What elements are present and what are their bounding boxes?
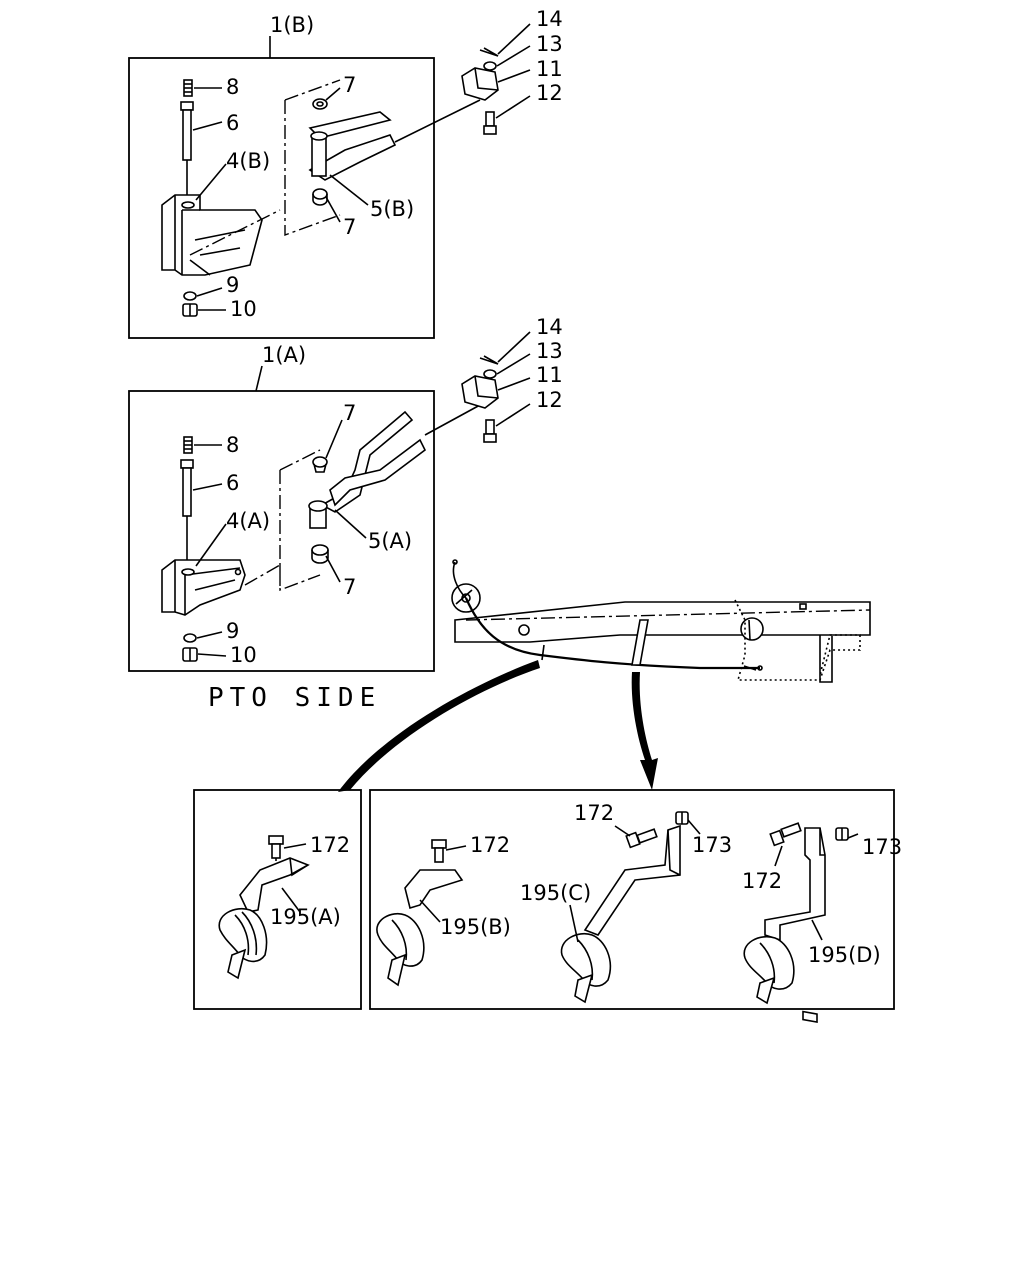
label-c-172: 172 bbox=[574, 801, 614, 825]
label-13: 13 bbox=[536, 339, 563, 363]
pivot-pin bbox=[180, 101, 194, 161]
clip-box-left-frame bbox=[193, 789, 362, 1010]
page-title: PTO SIDE bbox=[208, 683, 381, 713]
clip-195d bbox=[743, 822, 826, 1024]
clevis bbox=[461, 375, 499, 409]
control-rod bbox=[394, 99, 481, 143]
label-5: 5(B) bbox=[370, 197, 414, 221]
label-d-173: 173 bbox=[862, 835, 902, 859]
label-195a: 195(A) bbox=[270, 905, 341, 929]
frame-rail bbox=[454, 601, 871, 643]
label-5: 5(A) bbox=[368, 529, 412, 553]
bolt-172 bbox=[268, 835, 284, 859]
nut bbox=[182, 647, 198, 662]
washer-13 bbox=[483, 369, 497, 379]
label-4: 4(B) bbox=[226, 149, 270, 173]
label-9: 9 bbox=[226, 273, 239, 297]
cable bbox=[464, 597, 760, 670]
clip-box-right: 172 195(B) 172 173 195(C) bbox=[369, 789, 902, 1024]
nut-173 bbox=[675, 811, 689, 825]
label-195b: 195(B) bbox=[440, 915, 511, 939]
label-9: 9 bbox=[226, 619, 239, 643]
pointer-left bbox=[338, 660, 540, 792]
clip-195a bbox=[218, 857, 310, 980]
clip-strap bbox=[631, 619, 649, 666]
cotter-pin bbox=[479, 47, 499, 57]
label-d-172: 172 bbox=[742, 869, 782, 893]
clevis-bolt bbox=[483, 111, 497, 135]
label-6: 6 bbox=[226, 471, 239, 495]
pointer-right bbox=[631, 672, 658, 790]
label-11: 11 bbox=[536, 57, 563, 81]
nut-173 bbox=[835, 827, 849, 841]
clip-195b bbox=[376, 839, 464, 987]
label-7-lower: 7 bbox=[343, 575, 356, 599]
label-12: 12 bbox=[536, 388, 563, 412]
bracket bbox=[161, 194, 263, 276]
assembly-b: 1(B) bbox=[128, 7, 563, 339]
label-4: 4(A) bbox=[226, 509, 270, 533]
label-12: 12 bbox=[536, 81, 563, 105]
bolt-172 bbox=[431, 839, 447, 863]
nut bbox=[182, 303, 198, 317]
label-c-173: 173 bbox=[692, 833, 732, 857]
lever bbox=[308, 111, 397, 181]
assembly-a-leader bbox=[255, 365, 263, 392]
label-8: 8 bbox=[226, 75, 239, 99]
grease-nipple bbox=[183, 79, 193, 97]
chassis-view bbox=[338, 559, 871, 792]
clevis-bolt bbox=[483, 419, 497, 443]
bushing-upper bbox=[312, 98, 328, 110]
cotter-pin bbox=[479, 355, 499, 365]
bolt-172 bbox=[769, 822, 802, 847]
control-rod bbox=[424, 404, 481, 436]
washer bbox=[183, 291, 197, 301]
lever bbox=[308, 410, 427, 529]
label-7-lower: 7 bbox=[343, 215, 356, 239]
assembly-a: 1(A) bbox=[128, 315, 563, 672]
clevis bbox=[461, 67, 499, 101]
clip-195c bbox=[560, 824, 681, 1004]
label-6: 6 bbox=[226, 111, 239, 135]
bracket bbox=[161, 559, 246, 616]
label-172: 172 bbox=[310, 833, 350, 857]
assembly-guide bbox=[244, 449, 321, 592]
label-14: 14 bbox=[536, 7, 563, 31]
label-10: 10 bbox=[230, 643, 257, 667]
label-7-upper: 7 bbox=[343, 73, 356, 97]
label-7-upper: 7 bbox=[343, 401, 356, 425]
assembly-a-label: 1(A) bbox=[262, 343, 306, 367]
clip-box-left: 172 195(A) bbox=[193, 789, 362, 1010]
assembly-b-frame bbox=[128, 57, 435, 339]
assembly-b-label: 1(B) bbox=[270, 13, 314, 37]
label-13: 13 bbox=[536, 32, 563, 56]
grease-nipple bbox=[183, 436, 193, 454]
label-b-172: 172 bbox=[470, 833, 510, 857]
assembly-guide bbox=[189, 79, 341, 256]
label-8: 8 bbox=[226, 433, 239, 457]
pivot-pin bbox=[180, 459, 194, 517]
label-14: 14 bbox=[536, 315, 563, 339]
label-11: 11 bbox=[536, 363, 563, 387]
bolt-172 bbox=[625, 828, 658, 849]
bushing-lower bbox=[312, 188, 328, 206]
washer bbox=[183, 633, 197, 643]
bushing-lower bbox=[311, 544, 329, 564]
washer-13 bbox=[483, 61, 497, 71]
assembly-a-frame bbox=[128, 390, 435, 672]
bushing-upper bbox=[312, 456, 328, 473]
clip-box-right-frame bbox=[369, 789, 895, 1010]
label-10: 10 bbox=[230, 297, 257, 321]
label-195c: 195(C) bbox=[520, 881, 591, 905]
label-195d: 195(D) bbox=[808, 943, 881, 967]
